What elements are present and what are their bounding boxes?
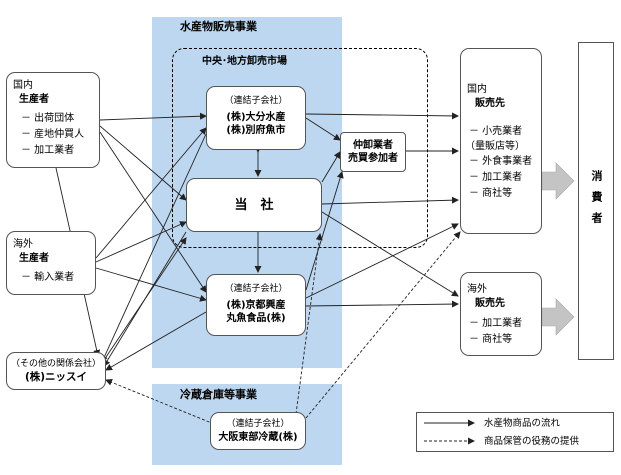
flow-arrow [321, 196, 459, 205]
market-title: 中央･地方卸売市場 [202, 56, 287, 67]
flow-arrow [99, 125, 187, 201]
flow-arrow [95, 127, 207, 259]
domestic-sales-item: － 外食事業者 [469, 156, 533, 167]
domestic-sales-item: － 加工業者 [469, 172, 523, 183]
kyoto-subsidiary-label: （連結子会社） [224, 284, 288, 294]
company-box: 当 社 [186, 178, 322, 232]
flow-arrow [305, 117, 341, 141]
overseas-sales-box: 海外 販売先 － 加工業者 － 商社等 [460, 272, 542, 356]
oita-subsidiary-line2: (株)別府魚市 [226, 125, 286, 136]
kyoto-subsidiary-line2: 丸魚食品(株) [226, 313, 286, 324]
wholesale-line1: 仲卸業者 [353, 140, 393, 151]
flow-arrow [95, 267, 207, 302]
overseas-producers-box: 海外 生産者 － 輸入業者 [6, 231, 96, 295]
overseas-producers-header: 海外 [13, 239, 33, 250]
legend-service-label: 商品保管の役務の提供 [484, 436, 580, 447]
nissui-label: （その他の関係会社） [10, 359, 101, 369]
domestic-sales-box: 国内 販売先 － 小売業者 （量販店等） － 外食事業者 － 加工業者 － 商社… [460, 48, 542, 234]
wholesale-box: 仲卸業者 売買参加者 [340, 132, 406, 172]
flow-arrow [103, 237, 187, 361]
flow-arrow [321, 211, 459, 297]
nissui-box: （その他の関係会社） (株)ニッスイ [6, 352, 106, 390]
company-name: 当 社 [234, 197, 274, 213]
legend-box [416, 412, 614, 452]
flow-arrow [105, 311, 207, 371]
consumer-label: 消費者 [590, 169, 603, 233]
wholesale-line2: 売買参加者 [348, 153, 398, 164]
nissui-name: (株)ニッスイ [24, 371, 88, 383]
flow-arrow [305, 171, 344, 291]
domestic-producers-box: 国内 生産者 － 出荷団体 － 産地仲買人 － 加工業者 [6, 72, 100, 168]
domestic-sales-title: 販売先 [475, 98, 505, 109]
reizo-subsidiary-name: 大阪東部冷蔵(株) [218, 432, 298, 443]
domestic-producer-item: － 出荷団体 [21, 113, 75, 124]
reizo-section-title: 冷蔵倉庫等事業 [180, 388, 257, 401]
overseas-sales-item: － 商社等 [469, 334, 513, 345]
overseas-sales-header: 海外 [467, 284, 487, 295]
domestic-sales-item: － 小売業者 [469, 126, 523, 137]
overseas-sales-item: － 加工業者 [469, 318, 523, 329]
domestic-sales-header: 国内 [467, 84, 487, 95]
kyoto-subsidiary-box: （連結子会社） (株)京都興産 丸魚食品(株) [206, 274, 306, 336]
domestic-sales-item: （量販店等） [465, 141, 525, 152]
overseas-producers-title: 生産者 [19, 253, 49, 264]
market-boundary [172, 48, 428, 248]
domestic-producer-item: － 加工業者 [21, 145, 75, 156]
gray-arrow-overseas [541, 298, 575, 336]
oita-subsidiary-line1: (株)大分水産 [226, 112, 286, 123]
flow-arrow [321, 151, 341, 183]
consumer-box: 消費者 [578, 42, 614, 360]
flow-arrow [95, 221, 187, 263]
oita-subsidiary-box: （連結子会社） (株)大分水産 (株)別府魚市 [206, 86, 306, 150]
domestic-producer-item: － 産地仲買人 [21, 129, 85, 140]
flow-arrow [99, 131, 207, 293]
legend-flow-label: 水産物商品の流れ [484, 418, 561, 429]
domestic-sales-item: － 商社等 [469, 188, 513, 199]
oita-subsidiary-label: （連結子会社） [224, 96, 288, 106]
reizo-subsidiary-label: （連結子会社） [226, 419, 290, 429]
gray-arrow-domestic [541, 162, 575, 200]
kyoto-subsidiary-line1: (株)京都興産 [226, 300, 286, 311]
overseas-producer-item: － 輸入業者 [21, 272, 75, 283]
service-arrow [105, 379, 215, 425]
reizo-subsidiary-box: （連結子会社） 大阪東部冷蔵(株) [210, 412, 306, 450]
flow-arrow [305, 112, 459, 120]
flow-arrow [101, 133, 207, 363]
domestic-producers-header: 国内 [13, 80, 33, 91]
flow-arrow [99, 112, 207, 121]
service-arrow [305, 231, 461, 419]
flow-arrow [305, 300, 459, 308]
suisan-section-title: 水産物販売事業 [180, 20, 257, 33]
overseas-sales-title: 販売先 [475, 298, 505, 309]
flow-arrow [305, 223, 459, 299]
service-arrow [295, 233, 323, 415]
domestic-producers-title: 生産者 [19, 94, 49, 105]
